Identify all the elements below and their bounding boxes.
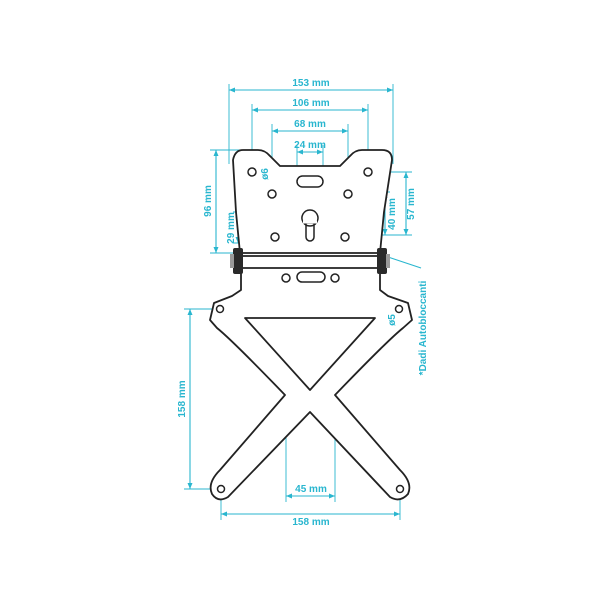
dim-lower-hole-span: 45 mm xyxy=(295,484,327,495)
dim-hole-span-mid: 68 mm xyxy=(294,119,326,130)
keyhole-slot xyxy=(301,209,319,242)
right-nut xyxy=(377,248,390,274)
dim-hole-span-outer: 106 mm xyxy=(292,98,329,109)
lower-x-frame xyxy=(209,255,413,501)
dim-right-height: 57 mm xyxy=(406,188,417,220)
middle-slot xyxy=(296,271,326,283)
dim-hole-diameter-bottom: ø5 xyxy=(387,314,398,326)
dim-hole-diameter-top: ø6 xyxy=(260,168,271,180)
dim-right-height-small: 40 mm xyxy=(387,198,398,230)
dim-left-height: 96 mm xyxy=(203,185,214,217)
left-nut xyxy=(230,248,243,274)
mounting-holes xyxy=(215,167,405,494)
top-slot xyxy=(296,175,324,188)
dim-top-width: 153 mm xyxy=(292,78,329,89)
dim-left-height-small: 29 mm xyxy=(226,212,237,244)
dim-slot-width: 24 mm xyxy=(294,140,326,151)
dim-frame-width: 158 mm xyxy=(292,517,329,528)
dim-frame-height: 158 mm xyxy=(177,380,188,417)
nuts-note: *Dadi Autobloccanti xyxy=(418,280,429,375)
upper-mounting-plate xyxy=(232,149,393,254)
